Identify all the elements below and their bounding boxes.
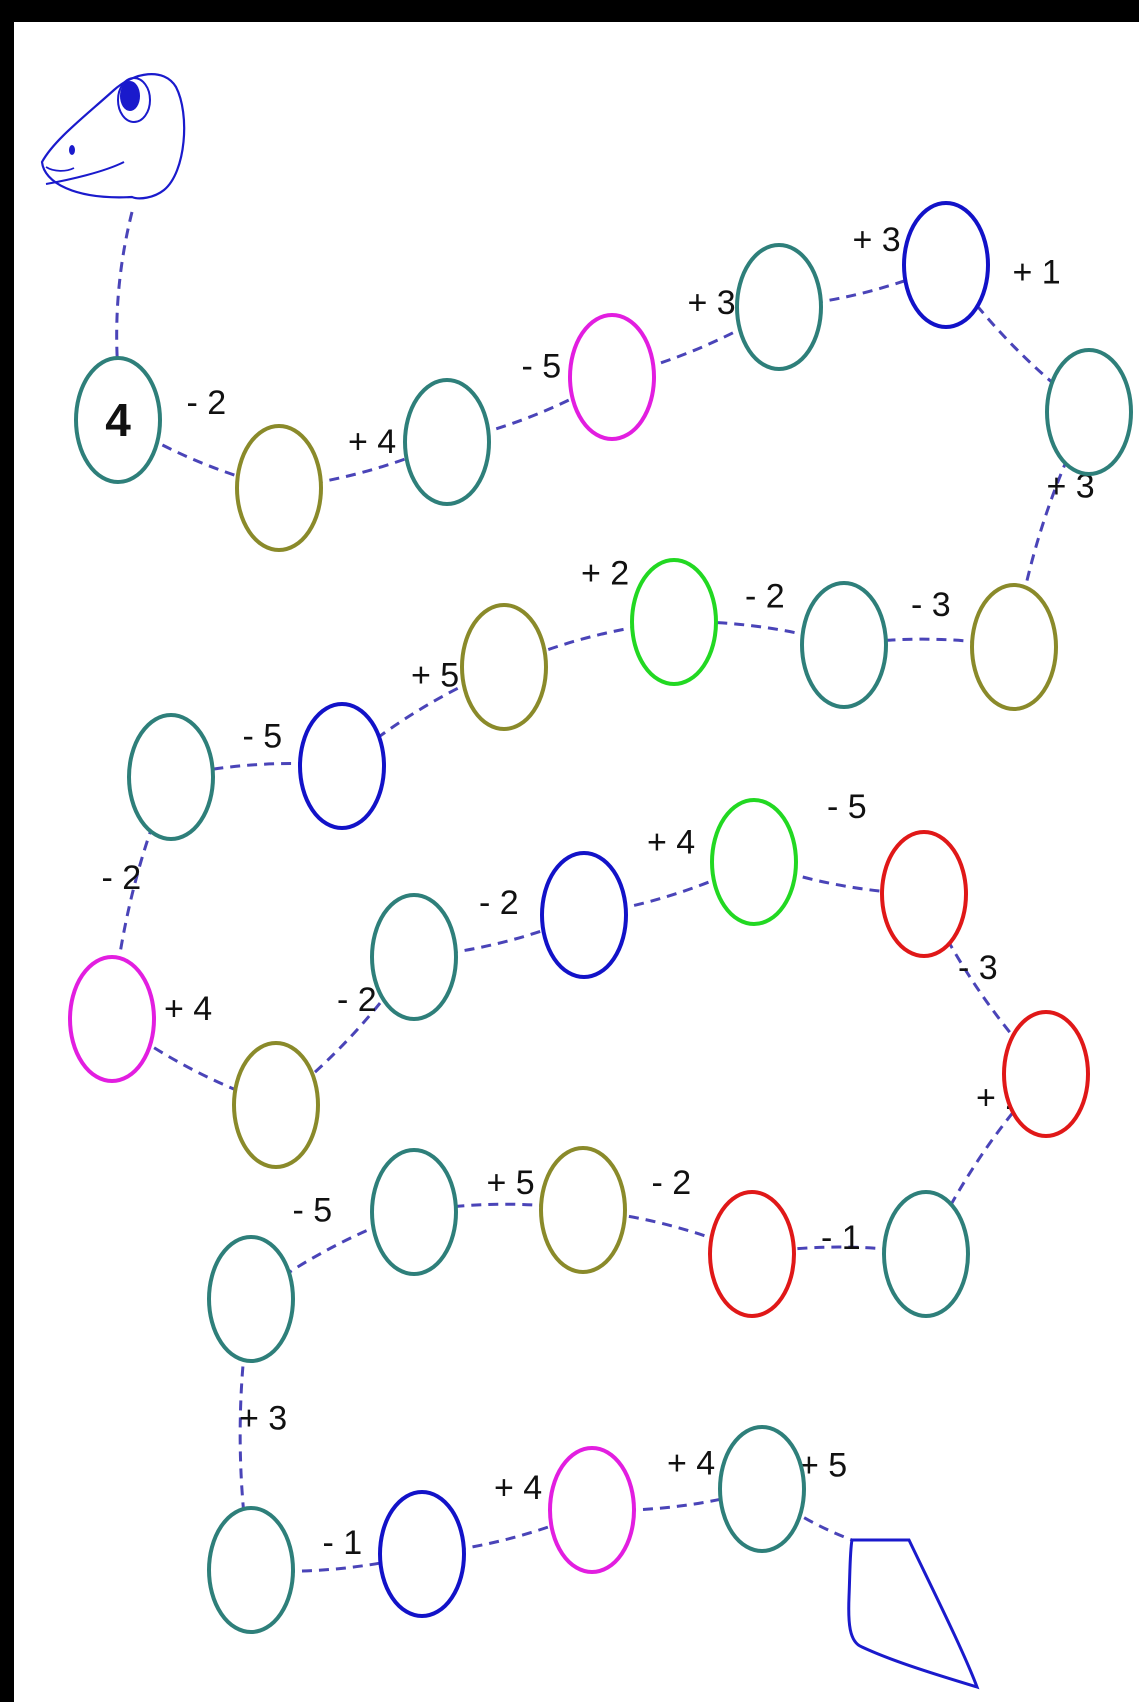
answer-circle[interactable] [68,955,156,1083]
answer-circle[interactable] [630,558,718,686]
tail-connector [761,1487,853,1542]
circle-outline [970,583,1058,711]
step-label: + 3 [239,1400,287,1438]
step-label: + 2 [581,555,629,593]
circle-outline [74,356,162,484]
step-label: + 4 [348,423,396,461]
answer-circle[interactable] [882,1190,970,1318]
circle-outline [127,713,215,841]
path-connector [110,776,173,1020]
circle-outline [540,851,628,979]
step-label: - 3 [958,949,998,987]
answer-circle[interactable] [378,1490,466,1618]
circle-outline [710,798,798,926]
answer-circle[interactable] [403,378,491,506]
answer-circle[interactable] [235,424,323,552]
step-label: - 2 [102,859,142,897]
circle-outline [902,201,990,329]
step-label: - 5 [827,788,867,826]
circle-outline [882,1190,970,1318]
answer-circle[interactable] [568,313,656,441]
answer-circle[interactable] [1045,348,1133,476]
circle-outline [548,1446,636,1574]
answer-circle[interactable] [298,702,386,830]
snake-neck-connector [115,211,134,373]
snake-path-board: - 2 + 4 - 5 + 3 + 3 + 1 + 3 - 3 - 2 + 2 + 5 - 5 - 2 +… [40,72,1133,1690]
circle-outline [370,1148,458,1276]
step-label: - 5 [522,348,562,386]
answer-circle[interactable] [710,798,798,926]
circle-outline [207,1235,295,1363]
circle-outline [568,313,656,441]
step-label: + 3 [853,221,901,259]
answer-circle[interactable] [370,1148,458,1276]
step-label: - 2 [745,578,785,616]
answer-circle[interactable] [540,851,628,979]
answer-circle[interactable] [207,1235,295,1363]
answer-circle[interactable] [370,893,458,1021]
circle-outline [708,1190,796,1318]
step-label: - 5 [293,1192,333,1230]
path-connector [1012,411,1091,648]
step-label: - 2 [187,384,227,422]
step-label: + 3 [688,284,736,322]
step-label: - 3 [911,586,951,624]
circle-outline [403,378,491,506]
step-label: - 5 [243,718,283,756]
step-label: + 4 [494,1469,542,1507]
answer-circle[interactable] [1002,1010,1090,1138]
step-label: + 5 [411,657,459,695]
circle-outline [735,243,823,371]
circle-outline [1045,348,1133,476]
answer-circle[interactable] [735,243,823,371]
circle-outline [460,603,548,731]
circle-outline [880,830,968,958]
circle-outline [800,581,888,709]
start-node: 4 [74,356,162,484]
final-step-label: + 5 [799,1447,847,1485]
step-label: - 1 [821,1219,861,1257]
circle-outline [207,1506,295,1634]
circle-outline [539,1146,627,1274]
step-label: - 2 [337,981,377,1019]
answer-circle[interactable] [460,603,548,731]
step-label: - 2 [652,1164,692,1202]
circle-outline [630,558,718,686]
answer-circle[interactable] [718,1425,806,1553]
answer-circle[interactable] [902,201,990,329]
start-value: 4 [105,394,131,446]
circle-outline [370,893,458,1021]
answer-circle[interactable] [880,830,968,958]
circle-outline [232,1041,320,1169]
step-label: - 1 [323,1524,363,1562]
worksheet-page: - 2 + 4 - 5 + 3 + 3 + 1 + 3 - 3 - 2 + 2 + 5 - 5 - 2 +… [12,22,1139,1702]
snake-tail-icon [847,1538,980,1690]
answer-circle[interactable] [800,581,888,709]
answer-circle[interactable] [539,1146,627,1274]
step-label: + 4 [647,824,695,862]
answer-circle[interactable] [708,1190,796,1318]
answer-circle[interactable] [548,1446,636,1574]
step-label: + 4 [164,990,212,1028]
circle-outline [68,955,156,1083]
answer-circle[interactable] [232,1041,320,1169]
step-label: + 4 [667,1445,715,1483]
step-label: - 2 [479,884,519,922]
circle-outline [718,1425,806,1553]
circle-outline [298,702,386,830]
answer-circle[interactable] [207,1506,295,1634]
step-label: + 5 [487,1164,535,1202]
step-label: + 1 [1013,254,1061,292]
snake-head-icon [40,72,186,200]
answer-circle[interactable] [970,583,1058,711]
circle-outline [1002,1010,1090,1138]
answer-circle[interactable] [127,713,215,841]
circle-outline [235,424,323,552]
circle-outline [378,1490,466,1618]
